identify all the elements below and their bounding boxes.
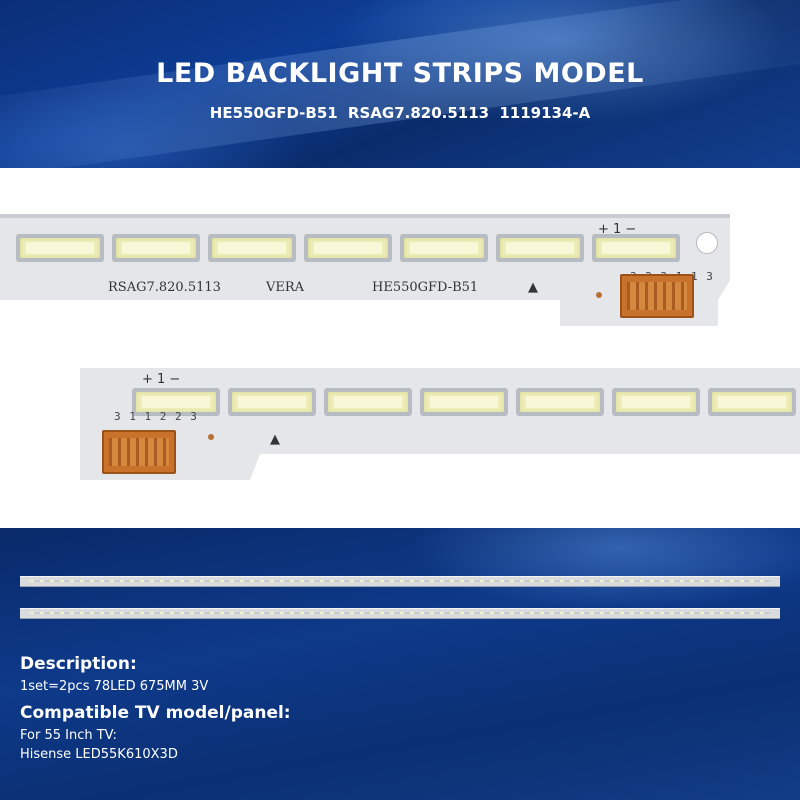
polarity-label: + 1 −	[598, 222, 637, 237]
led-chip	[516, 388, 604, 416]
led-chip	[324, 388, 412, 416]
compatible-line-1: For 55 Inch TV:	[20, 728, 117, 743]
led-chip	[400, 234, 488, 262]
full-strip-b	[20, 608, 780, 619]
led-chip	[420, 388, 508, 416]
page-title: LED BACKLIGHT STRIPS MODEL	[156, 58, 644, 89]
connector-socket	[620, 274, 694, 318]
led-chip	[304, 234, 392, 262]
connector-socket	[102, 430, 176, 474]
bottom-banner: Description: 1set=2pcs 78LED 675MM 3V Co…	[0, 528, 800, 800]
led-chip	[228, 388, 316, 416]
solder-dot	[208, 434, 214, 440]
triangle-marker-icon: ▲	[270, 432, 280, 447]
led-chip	[708, 388, 796, 416]
led-chip	[592, 234, 680, 262]
silk-version: VERA	[266, 280, 305, 295]
pin-labels: 3 1 1 2 2 3	[114, 410, 198, 423]
led-chip	[208, 234, 296, 262]
description-heading: Description:	[20, 654, 137, 674]
polarity-label: + 1 −	[142, 372, 181, 387]
led-strip-bottom: + 1 − 3 1 1 2 2 3 ▲	[80, 368, 800, 480]
product-photo: + 1 − 3 2 2 1 1 3 RSAG7.820.5113 VERA HE…	[0, 168, 800, 528]
compatible-heading: Compatible TV model/panel:	[20, 703, 291, 723]
led-chip	[496, 234, 584, 262]
description-spec: 1set=2pcs 78LED 675MM 3V	[20, 679, 209, 694]
led-strip-top: + 1 − 3 2 2 1 1 3 RSAG7.820.5113 VERA HE…	[0, 214, 730, 326]
silk-model: HE550GFD-B51	[372, 280, 479, 295]
silk-part-number: RSAG7.820.5113	[108, 280, 221, 295]
compatible-line-2: Hisense LED55K610X3D	[20, 747, 178, 762]
top-banner: LED BACKLIGHT STRIPS MODEL HE550GFD-B51 …	[0, 0, 800, 168]
led-chip	[112, 234, 200, 262]
triangle-marker-icon: ▲	[528, 280, 538, 295]
led-chip	[132, 388, 220, 416]
solder-dot	[596, 292, 602, 298]
full-strip-a	[20, 576, 780, 587]
mounting-hole	[696, 232, 718, 254]
model-numbers: HE550GFD-B51 RSAG7.820.5113 1119134-A	[209, 104, 591, 122]
led-chip	[612, 388, 700, 416]
led-chip	[16, 234, 104, 262]
